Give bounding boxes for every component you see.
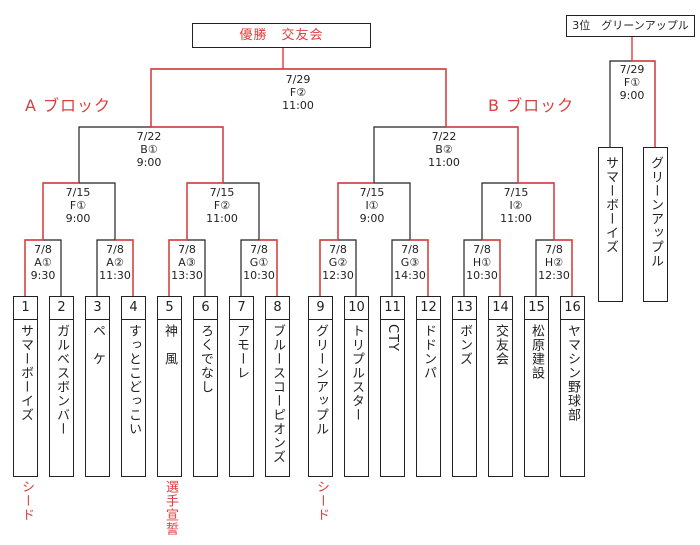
note-oath: 選手宣誓 bbox=[163, 480, 178, 536]
block-a-label: A ブロック bbox=[25, 96, 112, 115]
champion-box: 優勝 交友会 bbox=[192, 23, 371, 48]
third-match-team-1: サマーボーイズ bbox=[598, 147, 623, 302]
third-place-box: 3位 グリーンアップル bbox=[566, 15, 695, 37]
block-b-label: B ブロック bbox=[488, 96, 575, 115]
third-match-team-2: グリーンアップル bbox=[643, 147, 668, 302]
note-seed-9: シード bbox=[314, 480, 329, 522]
note-seed-1: シード bbox=[19, 480, 34, 522]
